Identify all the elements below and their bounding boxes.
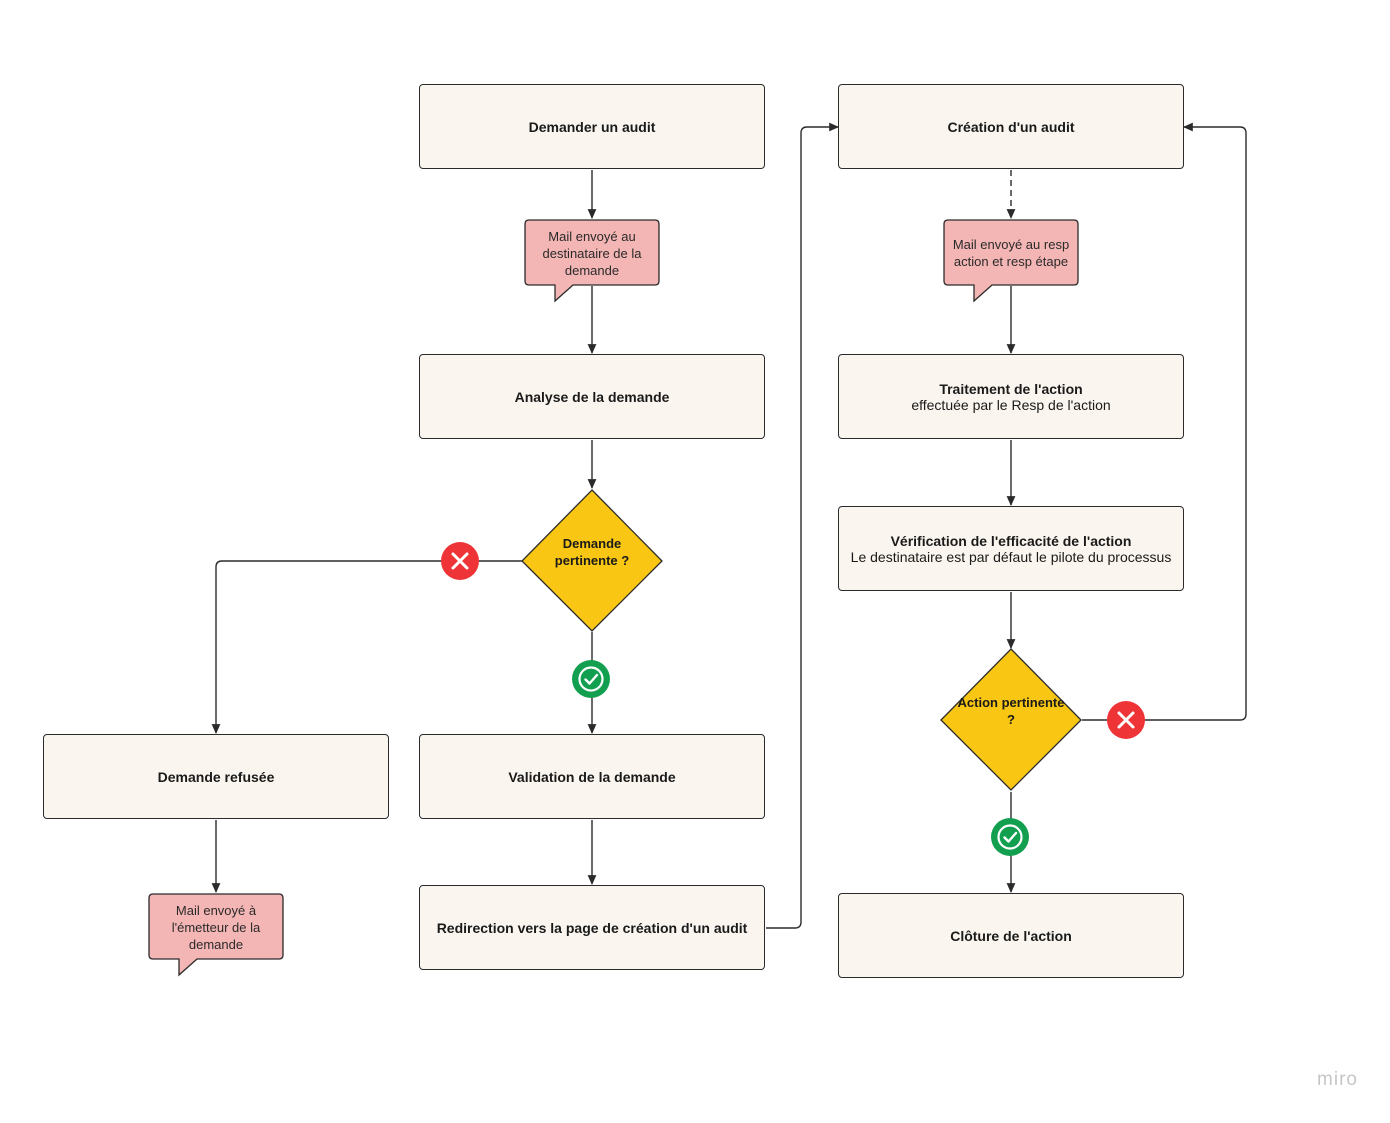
- bubble-mail-resp: [943, 219, 1079, 303]
- x-circle-icon: [1107, 701, 1145, 739]
- x-circle-icon: [441, 542, 479, 580]
- bubble-mail-destinataire: [524, 219, 660, 303]
- note-mail-emetteur: Mail envoyé à l'émetteur de la demande: [171, 902, 261, 952]
- node-label: Demander un audit: [528, 118, 656, 135]
- miro-watermark: miro: [1317, 1069, 1358, 1090]
- node-label: Demande refusée: [157, 768, 275, 785]
- node-label: Analyse de la demande: [514, 388, 670, 405]
- node-subtitle: Le destinataire est par défaut le pilote…: [850, 548, 1172, 565]
- node-demande-refusee[interactable]: Demande refusée: [43, 734, 389, 819]
- node-subtitle: effectuée par le Resp de l'action: [911, 396, 1111, 413]
- node-validation-demande[interactable]: Validation de la demande: [419, 734, 765, 819]
- decision-label-demande[interactable]: Demande pertinente ?: [554, 536, 630, 568]
- decision-label-action[interactable]: Action pertinente ?: [957, 695, 1065, 727]
- node-demander-audit[interactable]: Demander un audit: [419, 84, 765, 169]
- connector-decision-to-creation: [1082, 122, 1247, 721]
- check-circle-icon: [572, 660, 610, 698]
- check-circle-icon: [991, 818, 1029, 856]
- node-redirection[interactable]: Redirection vers la page de création d'u…: [419, 885, 765, 970]
- connector-decision-to-refusee: [211, 560, 522, 734]
- node-creation-audit[interactable]: Création d'un audit: [838, 84, 1184, 169]
- note-mail-destinataire: Mail envoyé au destinataire de la demand…: [542, 228, 642, 278]
- connector-redirection-to-creation: [766, 122, 839, 929]
- node-label: Création d'un audit: [947, 118, 1075, 135]
- note-mail-resp: Mail envoyé au resp action et resp étape: [952, 237, 1070, 269]
- node-label: Validation de la demande: [508, 768, 676, 785]
- decision-diamond-demande: [521, 489, 663, 632]
- node-verification-efficacite[interactable]: Vérification de l'efficacité de l'action…: [838, 506, 1184, 591]
- node-title: Traitement de l'action: [939, 380, 1083, 397]
- node-cloture-action[interactable]: Clôture de l'action: [838, 893, 1184, 978]
- node-label: Redirection vers la page de création d'u…: [436, 919, 748, 936]
- node-title: Vérification de l'efficacité de l'action: [890, 532, 1132, 549]
- node-analyse-demande[interactable]: Analyse de la demande: [419, 354, 765, 439]
- node-traitement-action[interactable]: Traitement de l'action effectuée par le …: [838, 354, 1184, 439]
- decision-diamond-action: [940, 648, 1082, 791]
- bubble-mail-emetteur: [148, 893, 284, 977]
- node-label: Clôture de l'action: [950, 927, 1072, 944]
